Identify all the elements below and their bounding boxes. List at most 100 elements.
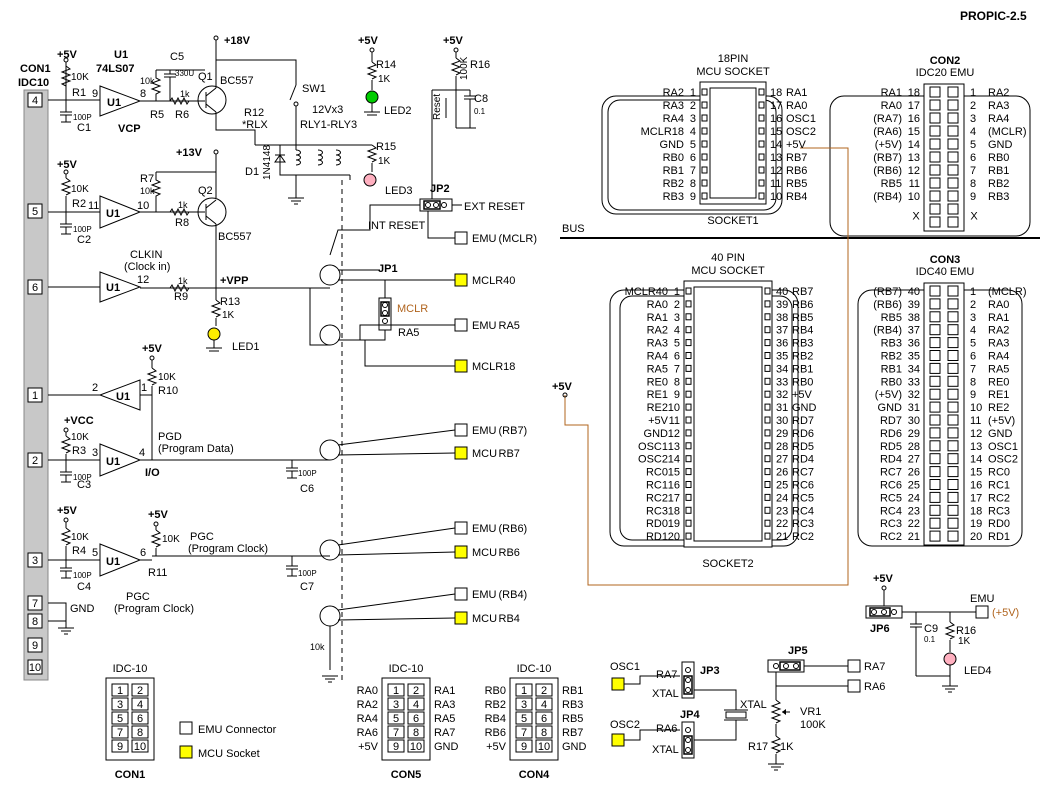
emu-connector-pin — [929, 151, 941, 163]
socket-pin-name: MCLR18 — [641, 126, 684, 138]
socket-pin — [685, 352, 692, 359]
jp5-ref: JP5 — [788, 645, 808, 657]
socket-pin-name: RC0 — [646, 467, 668, 479]
q1-ref: Q1 — [198, 71, 213, 83]
emu-pin-name: RC5 — [880, 492, 902, 504]
output-signal: (RB7) — [499, 425, 528, 437]
socket-pin — [758, 179, 765, 187]
idc-pin — [535, 711, 553, 725]
emu-pin-number: 32 — [908, 389, 920, 401]
emu-connector-pin — [947, 324, 959, 336]
emu-pin-number: 12 — [908, 165, 920, 177]
rail-label: +5V — [57, 505, 78, 517]
idc-pin-number: 3 — [117, 699, 123, 711]
emu-pin-name: RD6 — [880, 428, 902, 440]
bus-label: BUS — [562, 223, 585, 235]
emu-connector-pin — [947, 177, 959, 189]
c6-ref: C6 — [300, 483, 314, 495]
idc-pin-number: 4 — [541, 699, 547, 711]
emu-pin-name: RB3 — [881, 338, 902, 350]
con1-pin-label: 10 — [29, 662, 41, 674]
emu-pin-number: 13 — [970, 441, 982, 453]
emu-pin-name: RD4 — [880, 454, 902, 466]
jp6-ref: JP6 — [870, 623, 890, 635]
ra5-label: RA5 — [398, 327, 419, 339]
emu-connector-pin — [947, 337, 959, 349]
idc-pin — [111, 683, 129, 697]
socket-pin-number: 9 — [690, 191, 696, 203]
emu-connector-pin — [947, 151, 959, 163]
idc-pin — [407, 697, 425, 711]
emu-connector-pin — [947, 190, 959, 202]
r17-ref: R17 — [748, 741, 768, 753]
output-box — [454, 318, 468, 332]
socket-pin — [685, 377, 692, 385]
socket-pin-number: 6 — [690, 152, 696, 164]
emu-connector-pin — [929, 427, 941, 439]
r11-ref: R11 — [148, 567, 167, 579]
emu-pin-name: RC7 — [880, 467, 902, 479]
xtal-label-1: XTAL — [652, 688, 679, 700]
emu-pin-number: 2 — [970, 100, 976, 112]
emu-pin-name: RA2 — [988, 325, 1009, 337]
u1-label: U1 — [106, 208, 120, 220]
emu-pin-name: RD0 — [988, 518, 1010, 530]
emu-connector-pin — [947, 86, 959, 98]
c9-ref: C9 — [924, 623, 938, 635]
r16-ref: R16 — [956, 625, 976, 637]
q2-part: BC557 — [218, 231, 252, 243]
output-box — [454, 611, 468, 625]
emu-pin-name: RE2 — [988, 402, 1009, 414]
socket-pin-number: 2 — [674, 299, 680, 311]
pgc2-sub: (Program Clock) — [114, 603, 194, 615]
page-title: PROPIC-2.5 — [960, 9, 1027, 23]
con1-pin-box — [27, 203, 43, 219]
con1-pin-box — [27, 613, 43, 629]
con1-pin-label: 2 — [32, 455, 38, 467]
socket-pin-number: 38 — [776, 312, 788, 324]
pgc-label: PGC — [190, 531, 214, 543]
emu-pin-number: 16 — [908, 113, 920, 125]
rail-label: +5V — [443, 35, 464, 47]
emu-label: EMU — [970, 593, 995, 605]
socket-pin — [764, 493, 771, 501]
emu-pin-number: 10 — [970, 402, 982, 414]
socket-pin-name: RA0 — [786, 100, 807, 112]
idc-pin — [407, 711, 425, 725]
rail-label: +5V — [552, 381, 573, 393]
emu-connector-pin — [929, 216, 941, 228]
rail-13v: +13V — [176, 147, 203, 159]
emu-pin-number: 17 — [970, 492, 982, 504]
emu-pin-name: (RB7) — [873, 152, 902, 164]
socket-pin-number: 3 — [674, 312, 680, 324]
idc-pin — [515, 725, 533, 739]
emu-connector-pin — [929, 164, 941, 176]
idc-pin-number: 7 — [393, 727, 399, 739]
socket-pin — [685, 390, 692, 398]
idc-pin-number: 5 — [521, 713, 527, 725]
idc-pin — [515, 711, 533, 725]
output-signal: RB6 — [499, 547, 520, 559]
con1-pin-label: 6 — [32, 282, 38, 294]
socket-pin-name: RA1 — [647, 312, 668, 324]
pgc2-label: PGC — [126, 591, 150, 603]
emu-pin-number: 36 — [908, 338, 920, 350]
socket-pin-name: RC3 — [792, 518, 814, 530]
socket-pin-number: 13 — [770, 152, 782, 164]
c2-value: 100P — [73, 225, 92, 234]
socket-pin — [764, 352, 771, 359]
rail-label: +5V — [148, 509, 169, 521]
emu-pin-name: RC2 — [880, 531, 902, 543]
ra7-label-left: RA7 — [656, 669, 677, 681]
idc-pin-name: RB0 — [485, 685, 506, 697]
c2-ref: C2 — [77, 234, 91, 246]
socket-pin-number: 5 — [690, 139, 696, 151]
emu-pin-number: 10 — [908, 191, 920, 203]
socket-pin — [701, 88, 708, 96]
socket-pin-number: 12 — [668, 428, 680, 440]
q2-ref: Q2 — [198, 185, 213, 197]
socket-pin-name: OSC1 — [638, 441, 668, 453]
socket-pin-number: 28 — [776, 441, 788, 453]
output-prefix: EMU — [472, 523, 497, 535]
